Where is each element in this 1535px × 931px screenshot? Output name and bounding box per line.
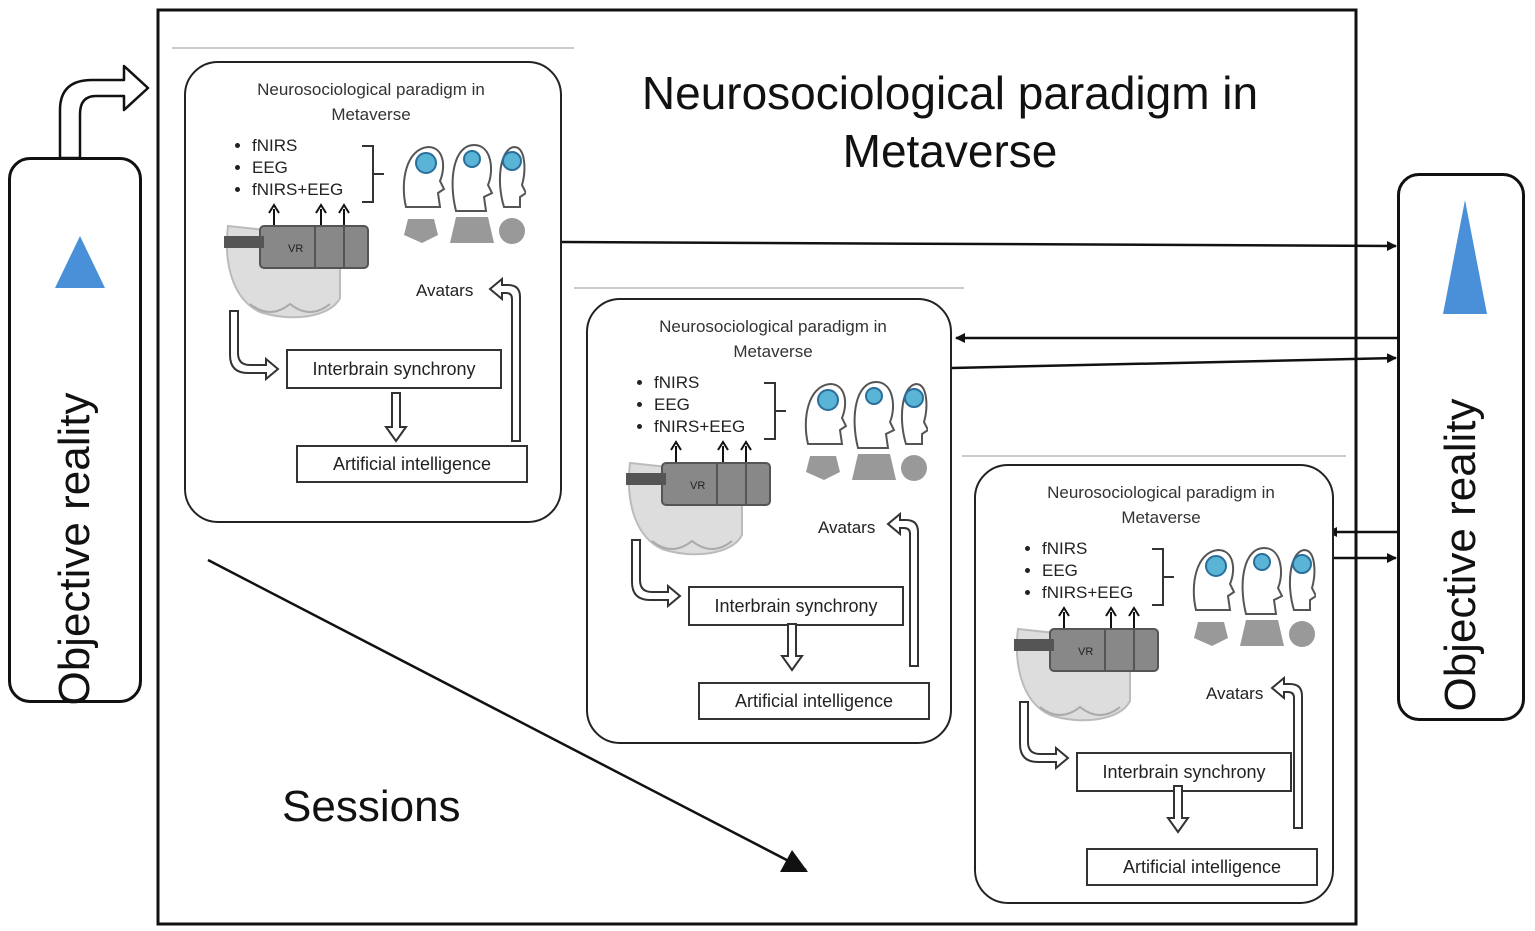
vr-headset-icon: VR: [626, 461, 771, 556]
triangle-icon: [55, 236, 105, 288]
panel-title: Neurosociological paradigm in Metaverse: [257, 80, 485, 124]
panel1-to-reality-arrow: [561, 240, 1397, 251]
vr-label: VR: [288, 243, 303, 255]
artificial-intelligence-box: Artificial intelligence: [1086, 848, 1318, 886]
paradigm-panel-2: Neurosociological paradigm in Metaverse …: [586, 298, 952, 744]
interbrain-synchrony-box: Interbrain synchrony: [1076, 752, 1292, 792]
vr-label: VR: [1078, 646, 1093, 658]
method-list: fNIRS EEG fNIRS+EEG: [1022, 538, 1133, 604]
method-item: EEG: [252, 157, 343, 179]
method-item: fNIRS+EEG: [1042, 582, 1133, 604]
artificial-intelligence-box: Artificial intelligence: [698, 682, 930, 720]
bracket: [764, 382, 786, 440]
interbrain-synchrony-box: Interbrain synchrony: [286, 349, 502, 389]
panel2-to-reality-arrow: [951, 353, 1397, 370]
sessions-label: Sessions: [282, 782, 461, 831]
method-item: EEG: [1042, 560, 1133, 582]
triangle-icon: [1443, 200, 1487, 314]
avatars-label: Avatars: [1206, 684, 1264, 703]
paradigm-panel-3: Neurosociological paradigm in Metaverse …: [974, 464, 1334, 904]
brain-heads-icon: [804, 380, 928, 481]
objective-reality-left-label: Objective reality: [50, 392, 99, 706]
paradigm-panel-1: Neurosociological paradigm in Metaverse …: [184, 61, 562, 523]
sessions-arrow: [207, 558, 807, 872]
vr-headset-icon: VR: [224, 224, 369, 319]
method-item: EEG: [654, 394, 745, 416]
method-item: fNIRS+EEG: [252, 179, 343, 201]
main-title: Neurosociological paradigm in Metaverse: [641, 67, 1259, 177]
method-item: fNIRS: [1042, 538, 1133, 560]
bracket: [362, 145, 384, 203]
bracket: [1152, 548, 1174, 606]
up-arrows-icon: [670, 440, 752, 462]
main-frame: [156, 8, 1358, 926]
vr-headset-icon: VR: [1014, 627, 1159, 722]
objective-reality-right-label: Objective reality: [1436, 398, 1485, 712]
up-arrows-icon: [268, 203, 350, 225]
objective-reality-right: Objective reality: [1397, 173, 1525, 721]
panel-title: Neurosociological paradigm in Metaverse: [659, 317, 887, 361]
method-list: fNIRS EEG fNIRS+EEG: [232, 135, 343, 201]
brain-heads-icon: [402, 143, 526, 244]
up-arrows-icon: [1058, 606, 1140, 628]
brain-heads-icon: [1192, 546, 1316, 647]
method-item: fNIRS: [654, 372, 745, 394]
vr-label: VR: [690, 480, 705, 492]
artificial-intelligence-box: Artificial intelligence: [296, 445, 528, 483]
entry-arrow: [58, 64, 150, 160]
method-item: fNIRS+EEG: [654, 416, 745, 438]
interbrain-synchrony-box: Interbrain synchrony: [688, 586, 904, 626]
panel-title: Neurosociological paradigm in Metaverse: [1047, 483, 1275, 527]
avatars-label: Avatars: [416, 281, 474, 300]
sessions-arrow-head: [780, 850, 808, 872]
objective-reality-left: Objective reality: [8, 157, 142, 706]
method-item: fNIRS: [252, 135, 343, 157]
avatars-label: Avatars: [818, 518, 876, 537]
method-list: fNIRS EEG fNIRS+EEG: [634, 372, 745, 438]
